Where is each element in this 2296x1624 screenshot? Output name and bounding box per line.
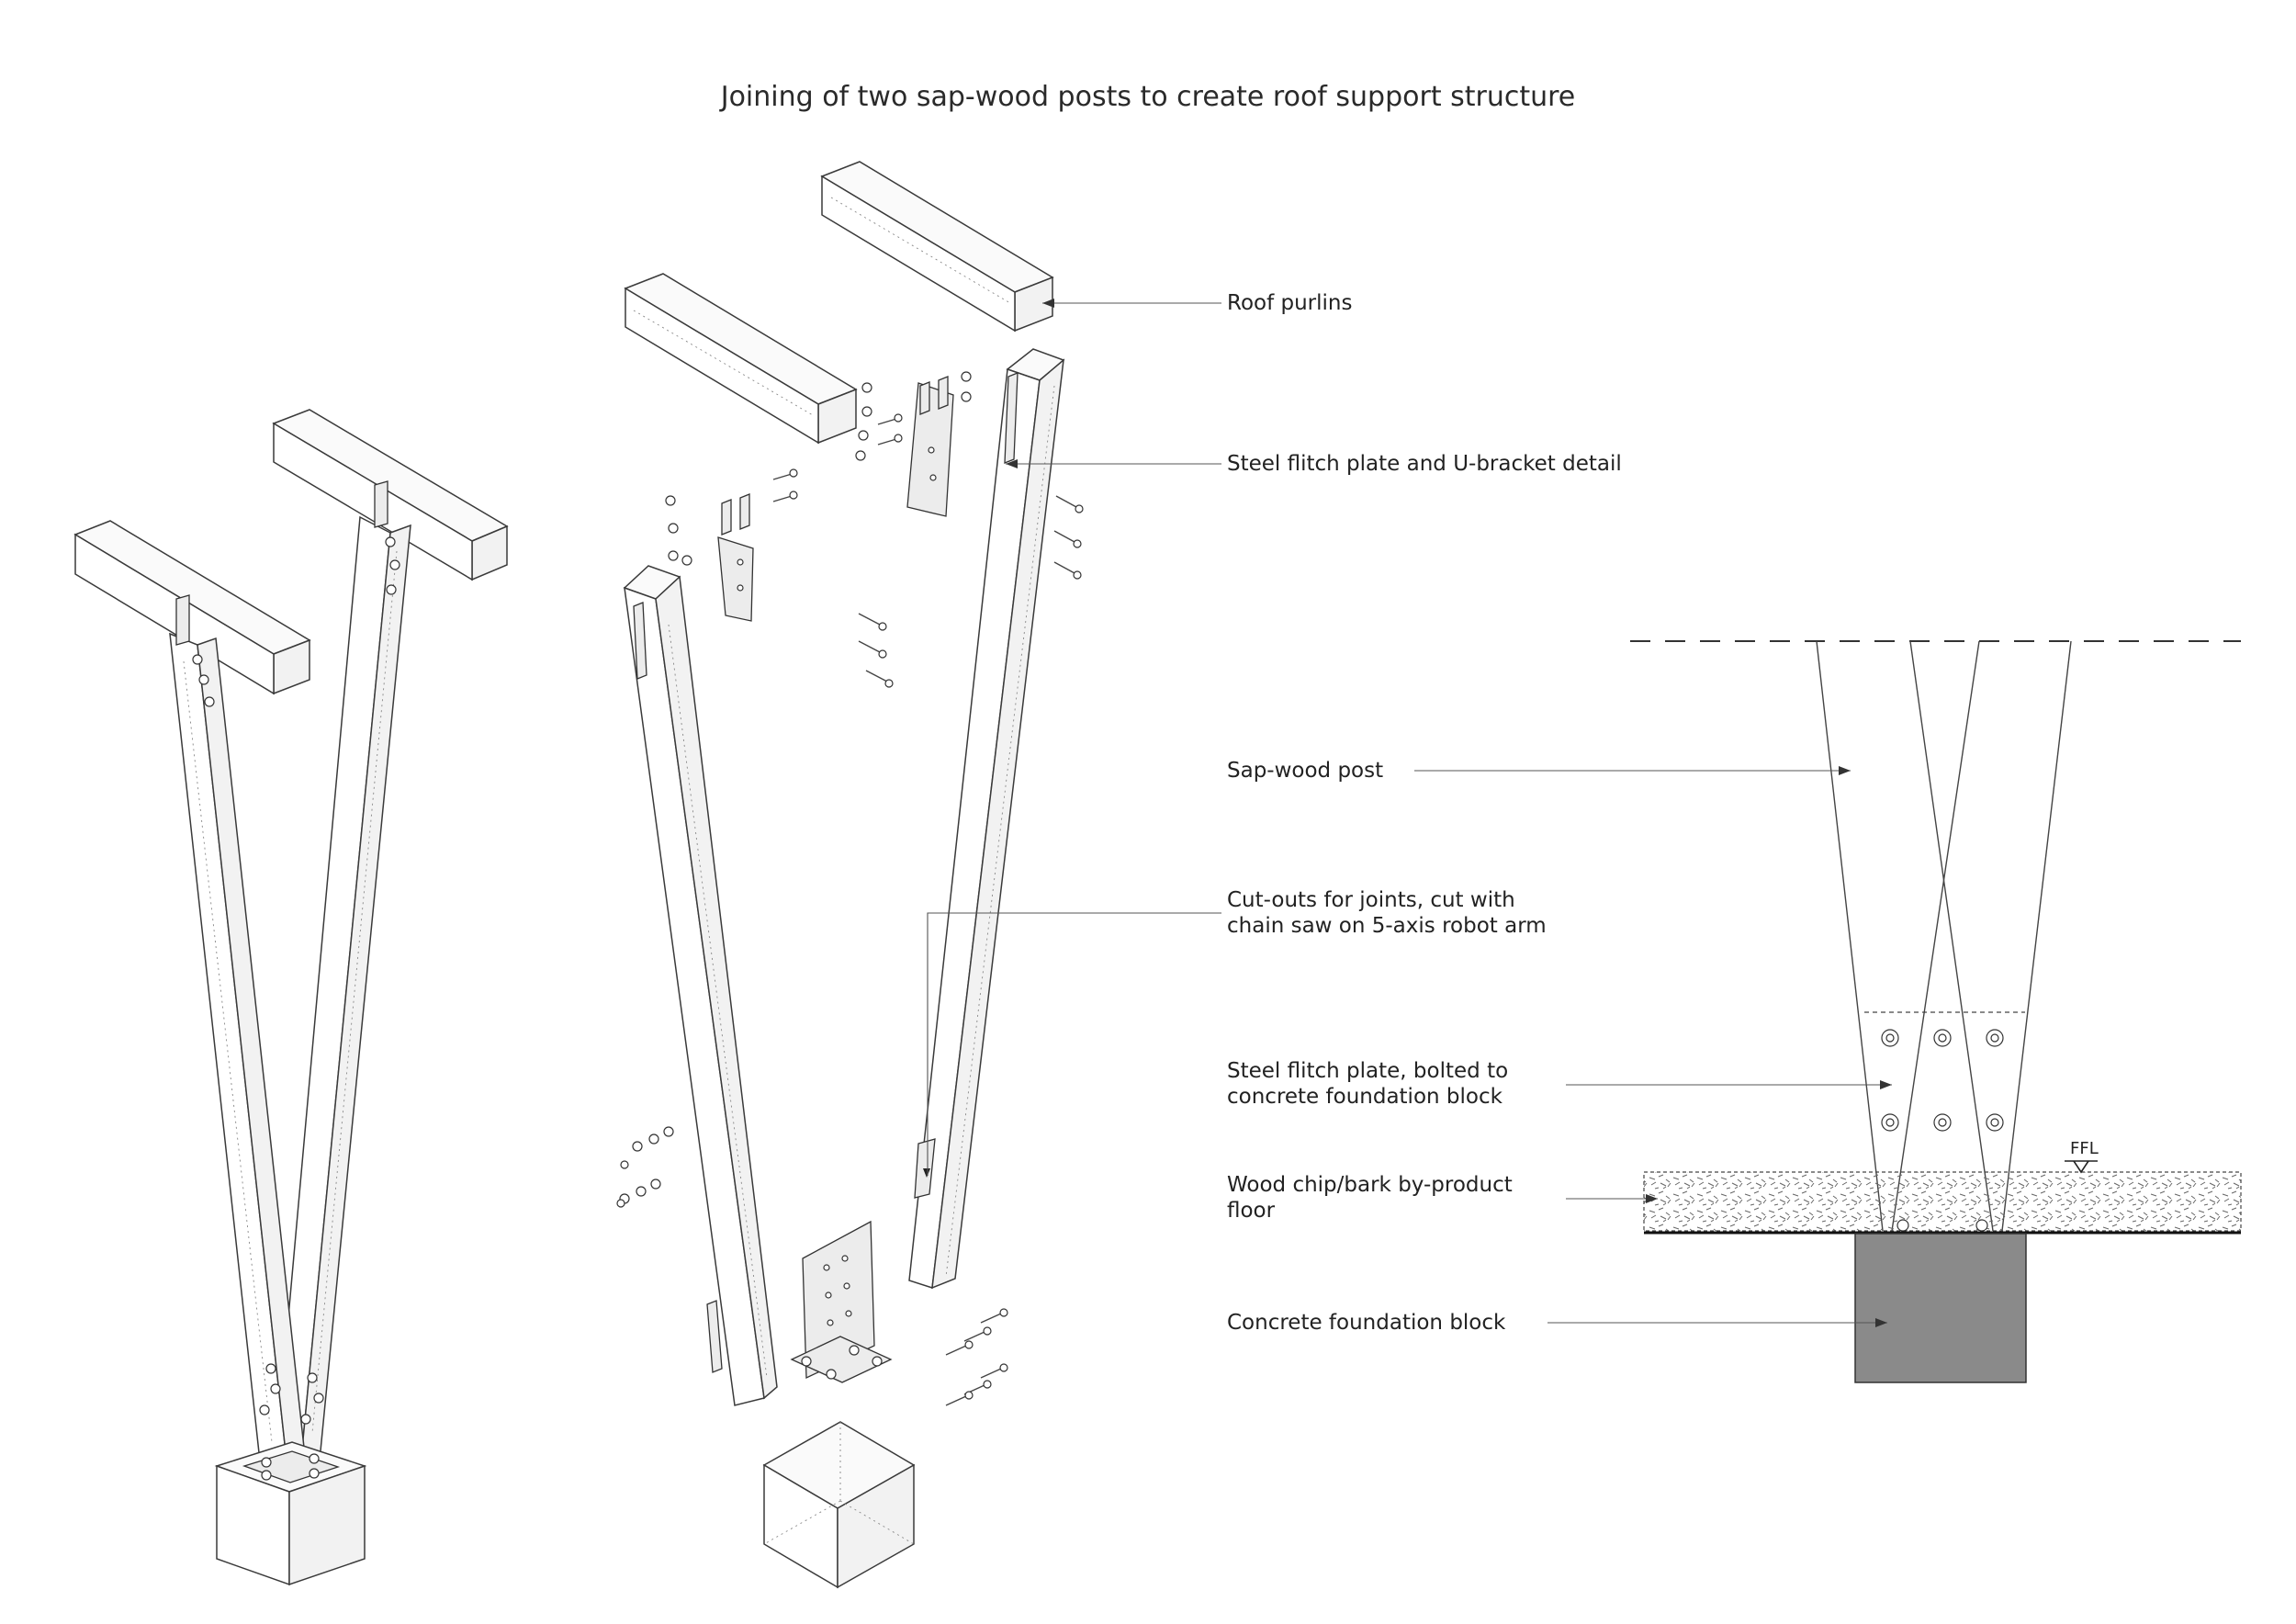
post-line-3	[1909, 640, 1994, 1232]
label-woodchip-line2: floor	[1227, 1199, 1276, 1223]
label-flitch-bolted-line2: concrete foundation block	[1227, 1085, 1503, 1109]
label-roof-purlins: Roof purlins	[1227, 291, 1353, 315]
label-flitch-bolted-line1: Steel flitch plate, bolted to	[1227, 1059, 1509, 1083]
loose-bolts-base	[945, 1308, 1008, 1406]
washers-upper	[855, 371, 972, 461]
top-plate-back-assembled	[374, 480, 388, 528]
loose-bolts-right	[1053, 495, 1084, 580]
purlin-lower-exploded	[624, 273, 858, 445]
concrete-block-assembled	[214, 1441, 367, 1586]
label-sapwood-post: Sap-wood post	[1227, 759, 1384, 783]
leader-lines	[927, 299, 1221, 1176]
diagram-title: Joining of two sap-wood posts to create …	[720, 81, 1576, 113]
section-detail: FFL	[1414, 640, 2242, 1383]
loose-bolts-mid	[858, 613, 894, 688]
base-flitch-plate	[790, 1220, 893, 1383]
purlin-front-assembled	[73, 520, 311, 695]
post-line-4	[1891, 640, 1980, 1232]
assembled-bolts	[192, 536, 400, 1425]
u-bracket-upper	[906, 376, 954, 517]
post-left-assembled	[169, 632, 306, 1472]
label-flitch-bracket: Steel flitch plate and U-bracket detail	[1227, 452, 1622, 476]
assembled-structure	[73, 409, 509, 1586]
post-left-exploded	[623, 565, 778, 1406]
post-line-1	[1816, 640, 1884, 1232]
loose-bolts-upper	[772, 413, 903, 502]
exploded-view	[616, 161, 1084, 1589]
purlin-back-assembled	[272, 409, 509, 581]
section-bolts	[1881, 1029, 2004, 1132]
post-right-assembled	[275, 515, 411, 1470]
label-woodchip-line1: Wood chip/bark by-product	[1227, 1173, 1513, 1197]
label-cutouts-line1: Cut-outs for joints, cut with	[1227, 888, 1515, 912]
ffl-marker-icon	[2073, 1160, 2089, 1174]
purlin-upper-exploded	[820, 161, 1054, 333]
ffl-label: FFL	[2070, 1139, 2099, 1158]
post-line-2	[2001, 640, 2072, 1232]
label-cutouts-line2: chain saw on 5-axis robot arm	[1227, 914, 1547, 938]
concrete-block-exploded	[762, 1421, 916, 1589]
u-bracket-lower	[717, 493, 754, 622]
woodchip-floor-layer	[1643, 1171, 2242, 1232]
top-plate-front-assembled	[175, 594, 190, 646]
bolt-cluster-left	[616, 1126, 674, 1208]
post-right-exploded	[908, 348, 1065, 1290]
concrete-foundation-section	[1854, 1233, 2027, 1383]
label-concrete-block: Concrete foundation block	[1227, 1311, 1506, 1335]
washers-lower	[665, 495, 692, 566]
